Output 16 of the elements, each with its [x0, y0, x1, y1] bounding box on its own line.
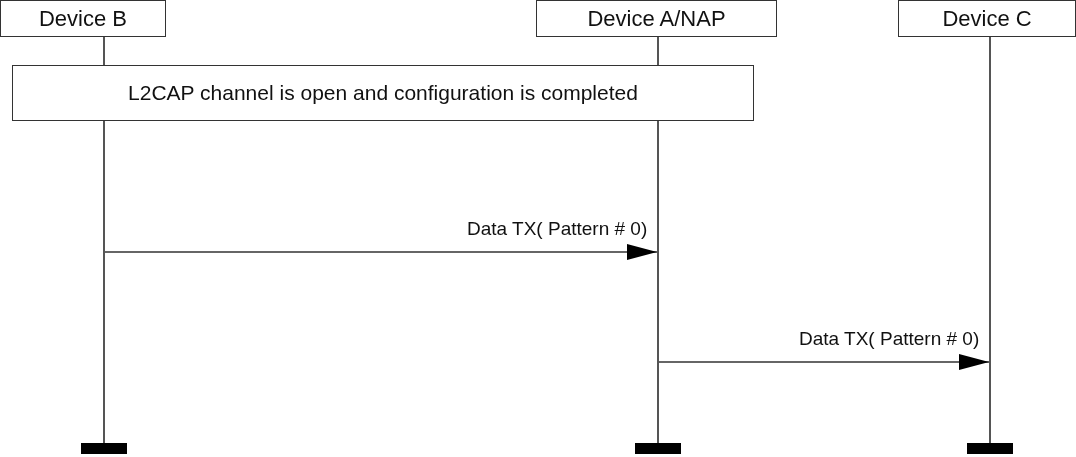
lifeline	[103, 37, 105, 443]
message-arrow	[104, 244, 658, 260]
lifeline-end-bar	[81, 443, 127, 454]
participant-box	[898, 0, 1076, 37]
participant-name: Device B	[38, 5, 127, 32]
lifeline	[657, 37, 659, 443]
lifeline-end-bar	[967, 443, 1013, 454]
lifeline-end-bar	[635, 443, 681, 454]
participant-name: Device A/NAP	[587, 5, 726, 32]
participant-box	[536, 0, 777, 37]
note-box	[12, 65, 754, 121]
participant-name: Device C	[942, 5, 1032, 32]
lifeline	[989, 37, 991, 443]
message-arrow	[658, 354, 990, 370]
participant-box	[0, 0, 166, 37]
note-text: L2CAP channel is open and configuration is completed	[128, 81, 638, 105]
